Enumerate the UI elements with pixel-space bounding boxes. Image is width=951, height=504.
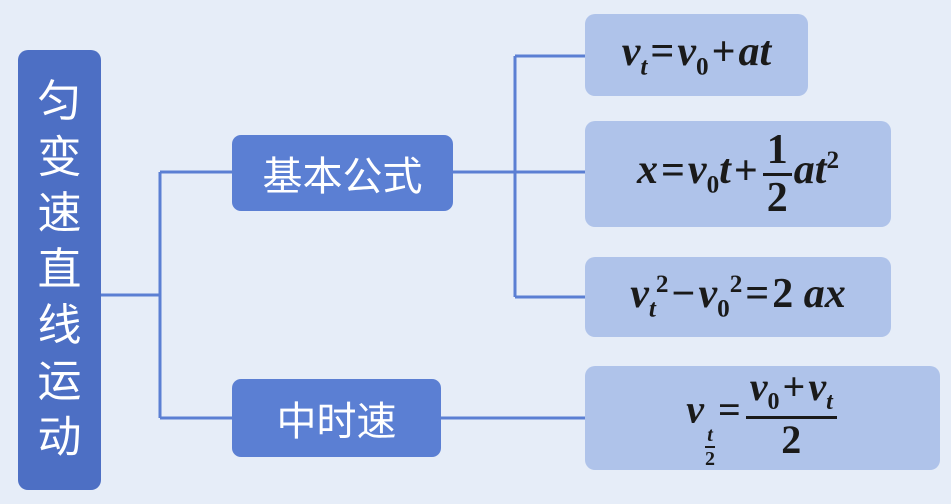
- root-label-char: 动: [37, 412, 82, 463]
- var-v: v: [686, 386, 704, 432]
- var-x: x: [636, 147, 658, 194]
- coefficient-2: 2: [772, 271, 794, 318]
- sub-0: 0: [696, 53, 709, 81]
- formula-velocity-displacement: vt2−v02=2 ax: [585, 257, 891, 337]
- subscript-numerator: t: [705, 423, 715, 448]
- branch-basic-formulas: 基本公式: [232, 135, 453, 211]
- term-at: at: [793, 147, 827, 194]
- plus-sign: +: [782, 364, 806, 410]
- var-v: v: [749, 364, 768, 410]
- term-ax: ax: [803, 271, 846, 318]
- subscript-denominator: 2: [704, 447, 715, 470]
- root-label-char: 线: [37, 300, 82, 351]
- root-node: 匀变速直线运动: [18, 50, 101, 490]
- branch-label: 中时速: [276, 399, 397, 445]
- exponent-2: 2: [655, 271, 669, 299]
- plus-sign: +: [733, 147, 758, 194]
- sub-t: t: [640, 53, 648, 81]
- equals-sign: =: [717, 386, 741, 432]
- root-label-char: 直: [37, 244, 82, 295]
- root-label-char: 匀: [37, 76, 82, 127]
- formula-expression: vt=v0+at: [622, 28, 771, 81]
- equals-sign: =: [745, 271, 770, 318]
- var-v: v: [630, 271, 649, 318]
- sub-t: t: [826, 389, 833, 416]
- exponent-2: 2: [729, 271, 743, 299]
- fraction-denominator: 2: [766, 174, 788, 221]
- var-t: t: [719, 147, 731, 194]
- root-label-char: 变: [37, 132, 82, 183]
- equals-sign: =: [650, 29, 675, 76]
- sub-t: t: [648, 295, 656, 323]
- var-v: v: [808, 364, 827, 410]
- equals-sign: =: [660, 147, 685, 194]
- formula-expression: vt2−v02=2 ax: [630, 270, 845, 323]
- formula-velocity-time: vt=v0+at: [585, 14, 808, 96]
- plus-sign: +: [711, 29, 736, 76]
- var-v: v: [687, 147, 707, 194]
- minus-sign: −: [671, 271, 696, 318]
- sub-0: 0: [706, 172, 720, 200]
- exponent-2: 2: [826, 147, 840, 175]
- term-at: at: [738, 29, 772, 76]
- sub-0: 0: [717, 295, 730, 323]
- fraction-numerator: v0+vt: [745, 364, 837, 419]
- branch-label: 基本公式: [262, 154, 423, 200]
- branch-midpoint-velocity: 中时速: [232, 379, 441, 457]
- fraction-numerator: 1: [762, 128, 792, 176]
- root-label-char: 运: [37, 356, 82, 407]
- fraction-denominator: 2: [781, 416, 802, 462]
- sub-0: 0: [767, 389, 780, 416]
- var-v: v: [677, 29, 697, 76]
- var-v: v: [698, 271, 718, 318]
- var-v: v: [621, 29, 641, 76]
- root-label-char: 速: [37, 188, 82, 239]
